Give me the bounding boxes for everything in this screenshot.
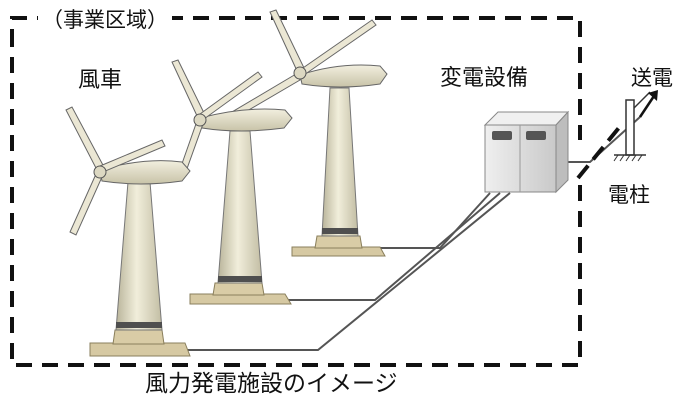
project-boundary [10, 16, 582, 367]
figure-caption: 風力発電施設のイメージ [145, 371, 398, 397]
substation [483, 110, 570, 194]
project-area-label: （事業区域） [38, 10, 172, 31]
wind-turbine-3 [231, 9, 388, 257]
transmission-label: 送電 [631, 66, 673, 90]
wind-turbine-label: 風車 [78, 68, 123, 93]
utility-pole [613, 91, 651, 162]
transmission-arrow [638, 90, 658, 118]
utility-pole-label: 電柱 [608, 183, 650, 207]
wind-turbine-1 [65, 106, 191, 357]
substation-label: 変電設備 [440, 66, 529, 91]
boundary-crossing-line [576, 122, 624, 180]
wind-turbine-2 [171, 59, 293, 305]
